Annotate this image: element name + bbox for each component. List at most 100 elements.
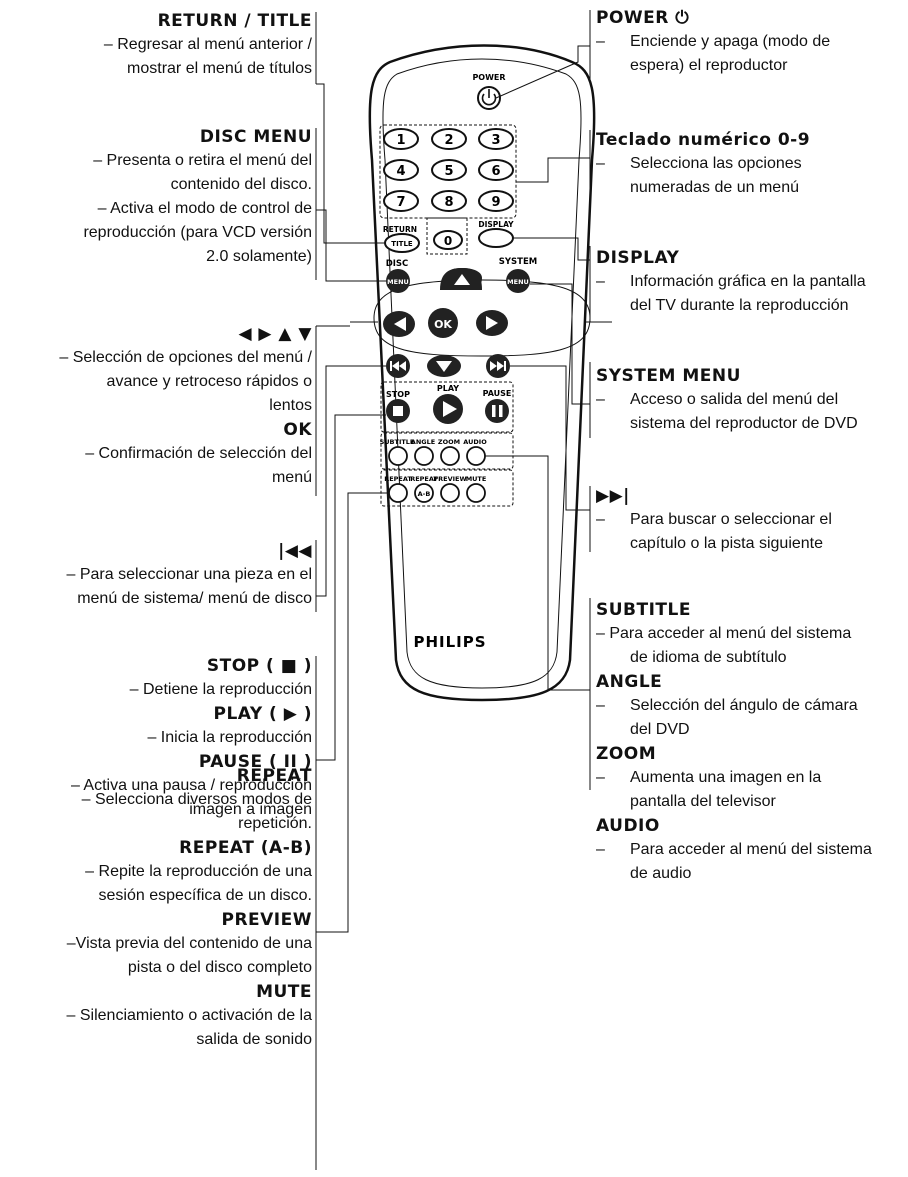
ab-key-label: A-B	[418, 490, 431, 498]
stop-icon	[393, 406, 403, 416]
pause-label: PAUSE	[483, 389, 512, 398]
stop-label: STOP	[386, 390, 410, 399]
angle-label: ANGLE	[411, 438, 435, 446]
pause-heading: PAUSE ( II )	[198, 752, 312, 772]
disc-menu-heading: DISC MENU	[199, 127, 312, 147]
next-icon	[490, 361, 506, 371]
ok-heading: OK	[283, 420, 312, 440]
keypad-group	[379, 124, 517, 219]
system-menu-button[interactable]	[506, 269, 530, 293]
next-heading: ▶▶|	[596, 486, 630, 506]
repeat-block: REPEAT – Selecciona diversos modos de re…	[66, 766, 312, 1048]
navigation-block: ◀ ▶ ▲ ▼ – Selección de opciones del menú…	[59, 324, 312, 486]
keypad-block: Teclado numérico 0-9 –Selecciona las opc…	[596, 130, 811, 196]
transport-group	[380, 381, 514, 433]
subtitle-button[interactable]	[388, 446, 408, 466]
keypad-heading: Teclado numérico 0-9	[596, 130, 811, 150]
key-9[interactable]	[478, 190, 514, 212]
disc-menu-button[interactable]	[386, 269, 410, 293]
power-label: POWER	[472, 73, 505, 82]
preview-button[interactable]	[440, 483, 460, 503]
key-0[interactable]	[433, 230, 463, 250]
down-arrow-icon	[436, 361, 452, 372]
key-9-label: 9	[491, 195, 500, 210]
remote-body	[368, 44, 596, 702]
arrows-heading: ◀ ▶ ▲ ▼	[238, 324, 312, 344]
audio-video-block: SUBTITLE – Para acceder al menú del sist…	[596, 600, 872, 882]
previous-icon	[390, 361, 406, 371]
key-6[interactable]	[478, 159, 514, 181]
pause-button[interactable]	[485, 399, 509, 423]
key-4-label: 4	[396, 164, 405, 179]
disc-menu-block: DISC MENU – Presenta o retira el menú de…	[83, 127, 312, 265]
key-4[interactable]	[383, 159, 419, 181]
next-block: ▶▶| –Para buscar o seleccionar el capítu…	[596, 486, 832, 552]
title-key-label: TITLE	[391, 240, 413, 248]
brand-logo: PHILIPS	[413, 633, 486, 651]
system-menu-heading: SYSTEM MENU	[596, 366, 741, 386]
system-label: SYSTEM	[499, 257, 537, 267]
disc-menu-key-label: MENU	[387, 278, 409, 286]
ok-key-label: OK	[434, 318, 452, 331]
power-block: POWER ⏻ –Enciende y apaga (modo de esper…	[596, 8, 831, 74]
repeat-ab-label: REPEAT	[410, 475, 438, 483]
system-menu-key-label: MENU	[507, 278, 529, 286]
transport-block: STOP ( ■ ) – Detiene la reproducción PLA…	[70, 656, 312, 818]
zoom-button[interactable]	[440, 446, 460, 466]
return-label: RETURN	[383, 225, 417, 234]
power-heading: POWER ⏻	[596, 8, 690, 28]
key-8[interactable]	[431, 190, 467, 212]
remote-inner-outline	[382, 58, 582, 689]
key-6-label: 6	[491, 164, 500, 179]
disc-label: DISC	[386, 259, 409, 269]
key-2[interactable]	[431, 128, 467, 150]
return-title-heading: RETURN / TITLE	[157, 11, 312, 31]
angle-button[interactable]	[414, 446, 434, 466]
audio-label: AUDIO	[463, 438, 487, 446]
key-3[interactable]	[478, 128, 514, 150]
pause-icon	[492, 405, 503, 417]
mute-label: MUTE	[466, 475, 487, 483]
mute-button[interactable]	[466, 483, 486, 503]
key-7[interactable]	[383, 190, 419, 212]
zoom-heading: ZOOM	[596, 744, 657, 764]
previous-block: |◀◀ – Para seleccionar una pieza en el m…	[66, 541, 313, 607]
repeat-heading: REPEAT	[236, 766, 312, 786]
play-heading: PLAY ( ▶ )	[213, 704, 312, 724]
play-icon	[443, 401, 457, 417]
right-arrow-icon	[486, 316, 498, 330]
stop-heading: STOP ( ■ )	[206, 656, 312, 676]
number-keypad: 1 2 3 4 5 6 7 8 9	[383, 128, 514, 212]
key-2-label: 2	[444, 133, 453, 148]
return-title-block: RETURN / TITLE – Regresar al menú anteri…	[104, 9, 312, 81]
return-title-desc-1: – Regresar al menú anterior /	[103, 36, 312, 53]
key-1-label: 1	[396, 133, 405, 148]
left-arrow-icon	[394, 317, 406, 331]
mute-heading: MUTE	[256, 982, 312, 1002]
subtitle-heading: SUBTITLE	[596, 600, 691, 620]
key-0-label: 0	[444, 234, 452, 248]
ok-button[interactable]	[428, 308, 458, 338]
power-icon	[481, 93, 497, 106]
key-7-label: 7	[396, 195, 405, 210]
audio-video-group	[380, 432, 514, 470]
repeat-label: REPEAT	[384, 475, 412, 483]
repeat-ab-heading: REPEAT (A-B)	[179, 838, 312, 858]
key-3-label: 3	[491, 133, 500, 148]
system-menu-block: SYSTEM MENU –Acceso o salida del menú de…	[596, 366, 858, 432]
display-heading: DISPLAY	[596, 248, 680, 268]
audio-heading: AUDIO	[596, 816, 660, 836]
key-5-label: 5	[444, 164, 453, 179]
repeat-ab-button[interactable]	[414, 483, 434, 503]
preview-heading: PREVIEW	[221, 910, 312, 930]
play-label: PLAY	[437, 384, 459, 393]
key-5[interactable]	[431, 159, 467, 181]
zoom-label: ZOOM	[438, 438, 460, 446]
angle-heading: ANGLE	[596, 672, 663, 692]
key-1[interactable]	[383, 128, 419, 150]
display-block: DISPLAY –Información gráfica en la panta…	[596, 248, 866, 314]
key-8-label: 8	[444, 195, 453, 210]
display-label: DISPLAY	[478, 220, 514, 229]
